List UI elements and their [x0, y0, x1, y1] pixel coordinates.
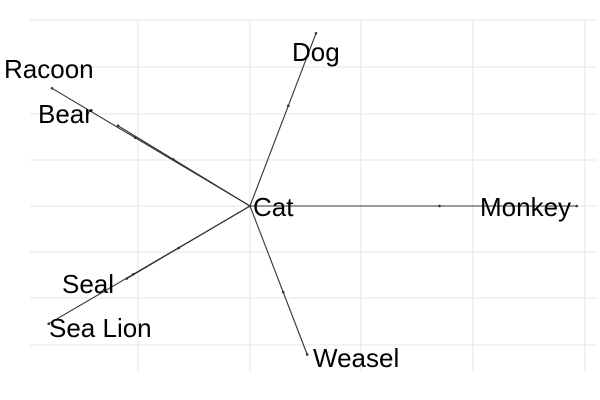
edge-mark-bear [172, 158, 175, 161]
node-label-dog: Dog [292, 37, 340, 67]
edge-mark-dog [286, 104, 290, 108]
chart-labels: Cat Dog Racoon Bear Monkey Seal Sea Lion… [4, 37, 571, 373]
node-label-bear: Bear [38, 99, 93, 129]
node-label-weasel: Weasel [313, 343, 399, 373]
edge-cat-bear [117, 125, 251, 207]
node-label-cat: Cat [253, 192, 294, 222]
edge-mark-weasel [281, 290, 285, 294]
node-label-seal: Seal [62, 269, 114, 299]
node-point-sealion [47, 322, 50, 326]
node-label-racoon: Racoon [4, 54, 94, 84]
node-point-racoon [50, 87, 54, 90]
chart-nodes [47, 32, 578, 356]
node-point-seal [125, 277, 129, 280]
edge-cat-dog [249, 33, 317, 207]
node-label-monkey: Monkey [480, 192, 571, 222]
edge-mark-sealion [131, 272, 135, 276]
node-label-sealion: Sea Lion [49, 313, 152, 343]
edge-cat-weasel [249, 205, 308, 355]
node-point-dog [314, 32, 318, 35]
edge-mark-monkey [438, 204, 441, 208]
node-point-cat [248, 204, 252, 208]
chart-edges [48, 33, 577, 355]
node-point-bear [116, 124, 120, 127]
edge-mark-seal [177, 246, 180, 250]
edge-mark-racoon [133, 136, 137, 140]
node-point-monkey [575, 204, 578, 208]
edge-cat-sealion [48, 205, 251, 325]
node-point-weasel [305, 353, 309, 356]
